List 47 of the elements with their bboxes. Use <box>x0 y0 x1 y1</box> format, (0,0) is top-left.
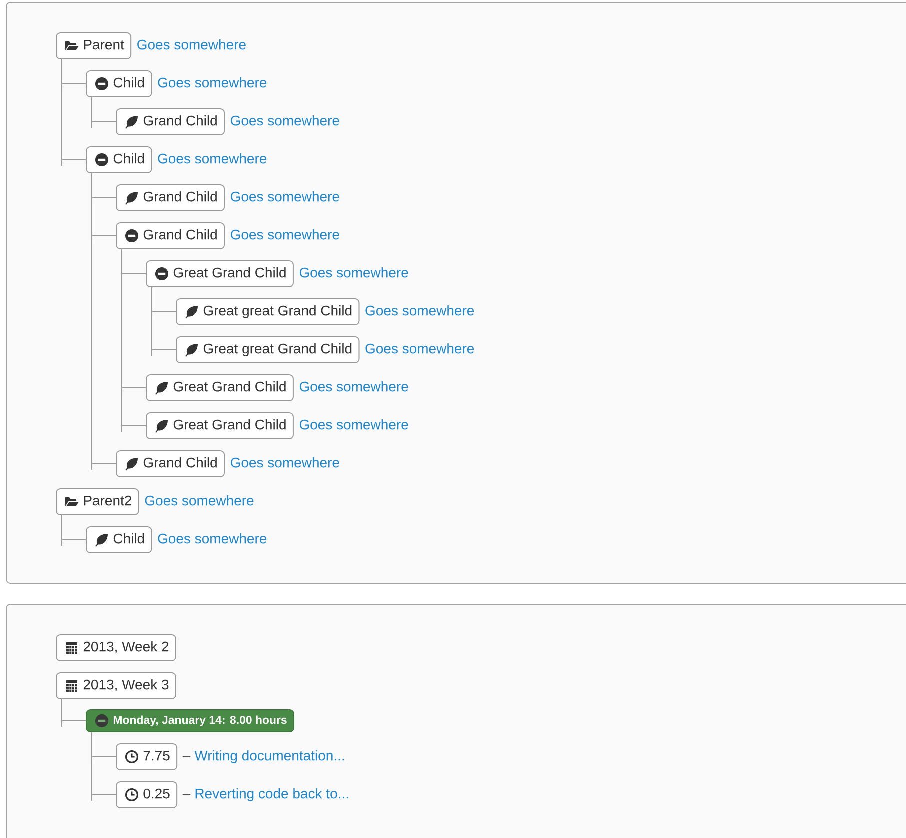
link: Goes somewhere <box>300 381 408 392</box>
tree-item-box: Great great Grand Child <box>176 336 360 364</box>
tree-item-box: Parent <box>56 32 132 60</box>
link: Goes somewhere <box>138 39 246 50</box>
tree-item-box: Great Grand Child <box>146 412 294 440</box>
tree-item-box: 2013, Week 2 <box>56 634 176 662</box>
tree-item-box: Great Grand Child <box>146 374 294 402</box>
connector-line <box>92 732 116 802</box>
connector-line <box>62 515 86 546</box>
dash: – <box>182 794 191 796</box>
link: Writing documentation... <box>194 750 344 764</box>
tree-item-box: Great great Grand Child <box>176 298 360 326</box>
link: Goes somewhere <box>231 115 340 126</box>
tree-item-box: 7.75 <box>116 744 178 770</box>
tree-item-box: Child <box>86 526 152 554</box>
connector-line <box>62 59 86 166</box>
tree-item-box: Grand Child <box>116 184 226 212</box>
connector-line <box>92 97 116 128</box>
link: Goes somewhere <box>300 267 408 278</box>
link: Goes somewhere <box>366 305 474 316</box>
connector-line <box>122 249 146 432</box>
dash: – <box>182 756 191 758</box>
tree-item-box: Grand Child <box>116 108 226 136</box>
tree-item-box: Parent2 <box>56 488 140 516</box>
connector-line <box>92 173 116 470</box>
link: Goes somewhere <box>231 457 340 468</box>
connector-line <box>62 699 86 728</box>
link: Goes somewhere <box>366 343 474 354</box>
tree-item-box: Grand Child <box>116 450 226 478</box>
tree-item-box: 0.25 <box>116 782 178 808</box>
tree-item-box: Child <box>86 70 152 98</box>
tree-item-box: Great Grand Child <box>146 260 294 288</box>
day-summary-box: Monday, January 14: 8.00 hours <box>86 710 295 732</box>
panel <box>6 604 906 838</box>
link: Goes somewhere <box>158 533 267 544</box>
tree-item-box: 2013, Week 3 <box>56 672 176 700</box>
tree-item-box: Grand Child <box>116 222 226 250</box>
link: Goes somewhere <box>300 419 408 430</box>
link: Goes somewhere <box>231 229 340 240</box>
connector-line <box>152 287 176 356</box>
link: Goes somewhere <box>145 495 254 506</box>
tree-item-box: Child <box>86 146 152 174</box>
link: Goes somewhere <box>158 153 267 164</box>
panel <box>6 2 906 584</box>
link: Goes somewhere <box>158 77 267 88</box>
link: Goes somewhere <box>231 191 340 202</box>
link: Reverting code back to... <box>196 788 348 802</box>
